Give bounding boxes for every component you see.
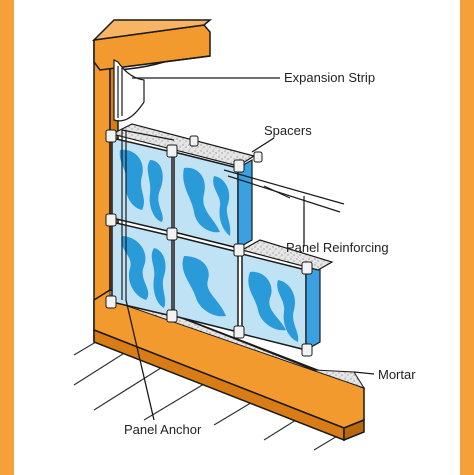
label-mortar: Mortar bbox=[378, 367, 416, 382]
label-panel-anchor: Panel Anchor bbox=[124, 422, 202, 437]
label-expansion-strip: Expansion Strip bbox=[284, 70, 375, 85]
glass-block-wall-diagram: Expansion Strip Spacers Panel Reinforcin… bbox=[14, 0, 474, 475]
label-spacers: Spacers bbox=[264, 123, 312, 138]
head-beam bbox=[94, 20, 210, 70]
label-panel-reinforcing: Panel Reinforcing bbox=[286, 240, 389, 255]
